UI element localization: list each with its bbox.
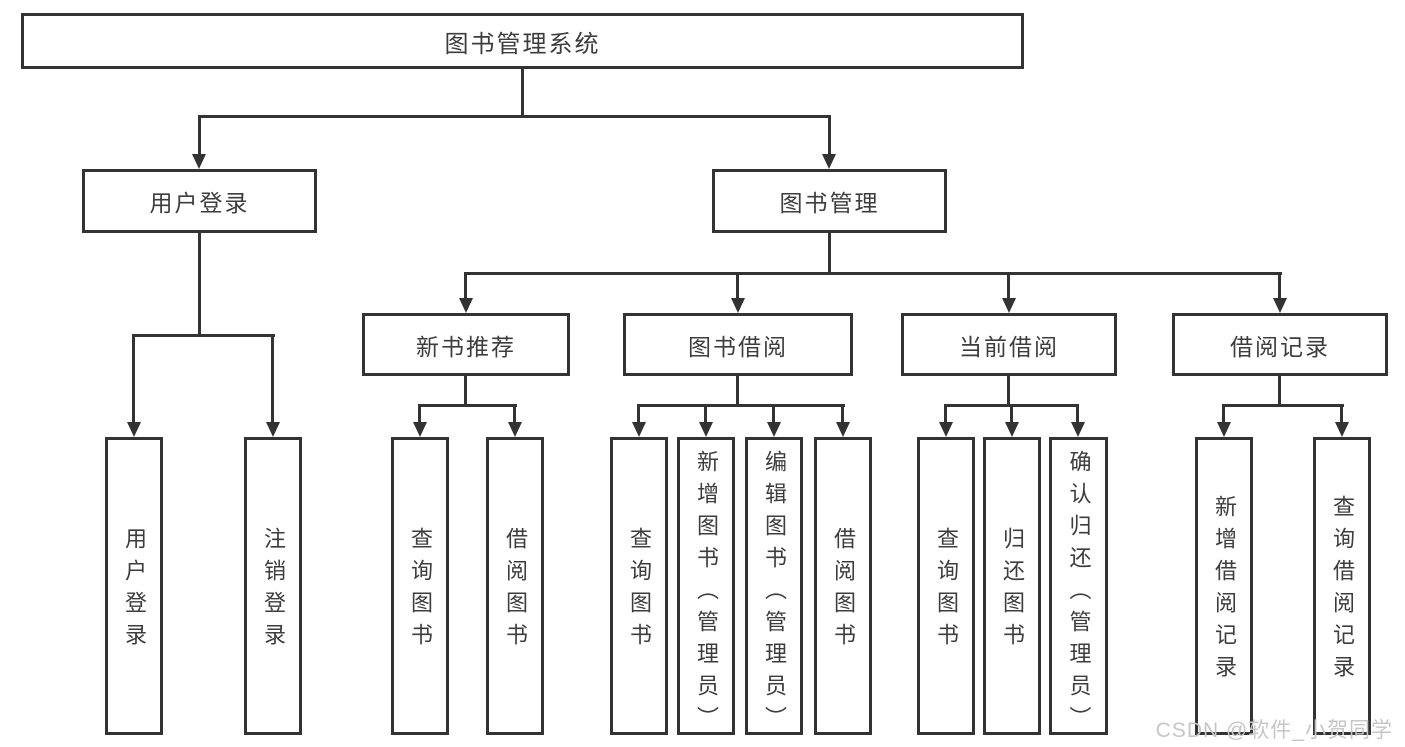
- connector-cluster-c-stem: [1007, 374, 1010, 405]
- connector-cluster-a-split: [418, 404, 517, 407]
- connector-cluster-b-drop: [637, 404, 640, 423]
- arrow-down-icon: [632, 422, 646, 437]
- arrow-down-icon: [508, 422, 522, 437]
- connector-book-borrow-drop: [736, 272, 739, 300]
- node-leaf-query-book-current: 查询图书: [917, 437, 975, 735]
- arrow-down-icon: [767, 422, 781, 437]
- arrow-down-icon: [731, 298, 745, 313]
- connector-cluster-c-drop: [944, 404, 947, 423]
- connector-cluster-a-drop: [418, 404, 421, 423]
- connector-cluster-a-drop: [513, 404, 516, 423]
- node-leaf-user-login: 用户登录: [105, 437, 163, 735]
- node-leaf-query-book-borrow: 查询图书: [610, 437, 668, 735]
- node-leaf-borrow-book-recommend: 借阅图书: [486, 437, 544, 735]
- node-leaf-return-book: 归还图书: [983, 437, 1041, 735]
- node-new-book-recommend: 新书推荐: [362, 313, 570, 376]
- connector-leaf-user-login-drop: [132, 334, 135, 423]
- node-leaf-add-book-admin: 新增图书（管理员）: [677, 437, 735, 738]
- connector-cluster-d-stem: [1278, 374, 1281, 405]
- connector-cluster-b-drop: [772, 404, 775, 423]
- connector-root-stem: [521, 69, 524, 117]
- arrow-down-icon: [1005, 422, 1019, 437]
- connector-cluster-d-split: [1222, 404, 1344, 407]
- connector-level3-split: [464, 272, 1282, 275]
- arrow-down-icon: [127, 422, 141, 437]
- arrow-down-icon: [699, 422, 713, 437]
- node-leaf-add-borrow-record: 新增借阅记录: [1195, 437, 1253, 735]
- node-leaf-query-book-recommend: 查询图书: [391, 437, 449, 735]
- arrow-down-icon: [1071, 422, 1085, 437]
- connector-borrow-record-drop: [1278, 272, 1281, 300]
- node-user-login: 用户登录: [82, 169, 317, 233]
- node-leaf-logout: 注销登录: [244, 437, 302, 735]
- node-leaf-edit-book-admin: 编辑图书（管理员）: [745, 437, 803, 738]
- node-borrowing-records: 借阅记录: [1172, 313, 1388, 376]
- node-current-borrowing: 当前借阅: [901, 313, 1117, 376]
- node-leaf-confirm-return-admin: 确认归还（管理员）: [1049, 437, 1108, 738]
- arrow-down-icon: [1217, 422, 1231, 437]
- arrow-down-icon: [939, 422, 953, 437]
- arrow-down-icon: [836, 422, 850, 437]
- node-leaf-query-borrow-record: 查询借阅记录: [1313, 437, 1371, 735]
- connector-new-book-rec-drop: [464, 272, 467, 300]
- connector-cluster-c-drop: [1076, 404, 1079, 423]
- connector-cluster-b-split: [637, 404, 845, 407]
- connector-book-mgmt-stem: [828, 231, 831, 273]
- node-book-management: 图书管理: [712, 169, 947, 233]
- connector-cluster-b-drop: [704, 404, 707, 423]
- arrow-down-icon: [1273, 298, 1287, 313]
- connector-cluster-a-stem: [464, 374, 467, 405]
- connector-cluster-b-drop: [841, 404, 844, 423]
- connector-book-mgmt-drop: [828, 115, 831, 156]
- connector-user-login-split: [132, 334, 275, 337]
- connector-cluster-d-drop: [1340, 404, 1343, 423]
- connector-current-borrow-drop: [1007, 272, 1010, 300]
- connector-cluster-d-drop: [1222, 404, 1225, 423]
- connector-cluster-b-stem: [736, 374, 739, 405]
- node-book-borrowing: 图书借阅: [623, 313, 853, 376]
- connector-user-login-drop: [198, 115, 201, 156]
- arrow-down-icon: [1335, 422, 1349, 437]
- connector-user-login-stem: [198, 231, 201, 335]
- arrow-down-icon: [1002, 298, 1016, 313]
- csdn-watermark: CSDN @软件_小贺同学: [1155, 719, 1393, 742]
- connector-level1-split: [198, 115, 831, 118]
- connector-cluster-c-drop: [1010, 404, 1013, 423]
- arrow-down-icon: [459, 298, 473, 313]
- node-leaf-borrow-book: 借阅图书: [814, 437, 872, 735]
- node-library-management-system: 图书管理系统: [21, 13, 1024, 69]
- arrow-down-icon: [413, 422, 427, 437]
- connector-leaf-logout-drop: [271, 334, 274, 423]
- arrow-down-icon: [266, 422, 280, 437]
- arrow-down-icon: [822, 154, 836, 169]
- arrow-down-icon: [192, 154, 206, 169]
